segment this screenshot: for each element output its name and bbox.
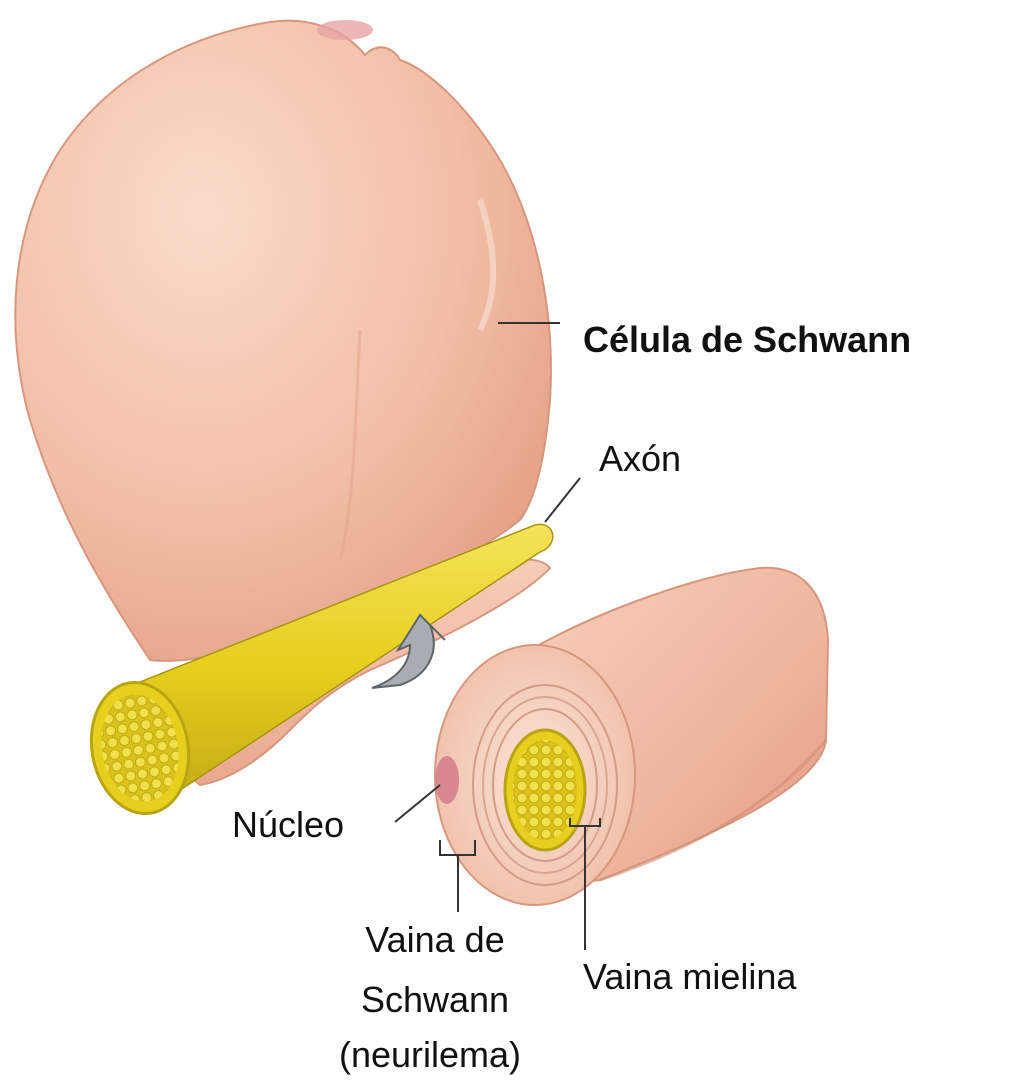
leader-line-axon bbox=[545, 478, 580, 522]
label-nucleus: Núcleo bbox=[232, 803, 344, 847]
nucleus-shape bbox=[435, 756, 459, 804]
label-myelin-sheath: Vaina mielina bbox=[583, 955, 796, 999]
label-schwann-sheath-3: (neurilema) bbox=[300, 1033, 560, 1077]
label-schwann-cell: Célula de Schwann bbox=[583, 318, 911, 362]
label-schwann-sheath-2: Schwann bbox=[310, 978, 560, 1022]
myelin-segment bbox=[435, 568, 828, 905]
leader-line-nucleus bbox=[395, 785, 440, 822]
label-axon: Axón bbox=[599, 437, 681, 481]
label-schwann-sheath-1: Vaina de bbox=[310, 918, 560, 962]
